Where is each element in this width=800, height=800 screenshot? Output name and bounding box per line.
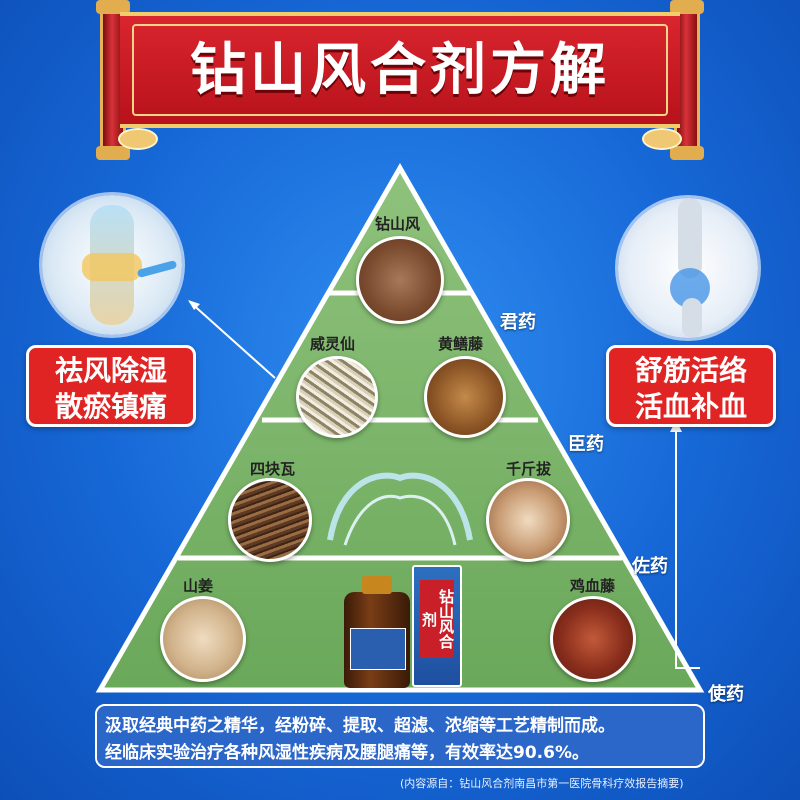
tier-label-jun: 君药	[500, 312, 536, 333]
tier-label-chen: 臣药	[568, 434, 604, 455]
scroll-cap	[96, 146, 130, 160]
scroll-cap	[96, 0, 130, 14]
page-title: 钻山风合剂方解	[190, 37, 610, 103]
herb-label-weilingxian: 威灵仙	[310, 335, 356, 353]
scroll-cap	[670, 0, 704, 14]
product-box-title: 钻山风合剂	[420, 580, 455, 658]
knee-joint-illustration	[42, 195, 182, 335]
left-callout-line1: 祛风除湿	[54, 354, 167, 387]
joint-bone-illustration	[618, 198, 758, 338]
arrow-right-line	[675, 428, 700, 669]
scroll-cap	[670, 146, 704, 160]
herb-label-huangshanteng: 黄鳝藤	[438, 335, 484, 353]
scroll-body	[120, 12, 680, 128]
left-callout: 祛风除湿 散瘀镇痛	[26, 345, 196, 427]
herb-photo-qianjinba	[486, 478, 570, 562]
right-callout-line1: 舒筋活络	[634, 354, 747, 387]
cloud-ornament-icon	[642, 128, 682, 150]
info-line-2: 经临床实验治疗各种风湿性疾病及腰腿痛等，有效率达90.6%。	[105, 743, 589, 763]
herb-photo-shanjiang	[160, 596, 246, 682]
herb-photo-sikuaiwa	[228, 478, 312, 562]
right-callout: 舒筋活络 活血补血	[606, 345, 776, 427]
product-bottle	[344, 576, 410, 688]
herb-label-zuanshanfeng: 钻山风	[375, 215, 421, 233]
source-note: (内容源自：钻山风合剂南昌市第一医院骨科疗效报告摘要)	[400, 777, 684, 790]
water-splash-icon	[327, 472, 473, 541]
herb-label-qianjinba: 千斤拔	[506, 460, 552, 478]
arrow-head-icon	[188, 300, 200, 310]
info-panel	[95, 704, 705, 768]
herb-photo-weilingxian	[296, 356, 378, 438]
right-callout-line2: 活血补血	[634, 390, 747, 423]
arrow-left-line	[189, 301, 276, 379]
left-callout-line2: 散瘀镇痛	[54, 390, 167, 423]
herb-photo-huangshanteng	[424, 356, 506, 438]
herb-label-shanjiang: 山姜	[183, 577, 214, 595]
cloud-ornament-icon	[118, 128, 158, 150]
tier-label-shi: 使药	[708, 684, 744, 705]
tier-label-zuo: 佐药	[632, 556, 668, 577]
herb-photo-jixueteng	[550, 596, 636, 682]
info-line-1: 汲取经典中药之精华，经粉碎、提取、超滤、浓缩等工艺精制而成。	[105, 716, 615, 736]
herb-photo-zuanshanfeng	[356, 236, 444, 324]
herb-label-jixueteng: 鸡血藤	[570, 577, 616, 595]
herb-label-sikuaiwa: 四块瓦	[250, 460, 296, 478]
scroll-border	[132, 24, 668, 116]
